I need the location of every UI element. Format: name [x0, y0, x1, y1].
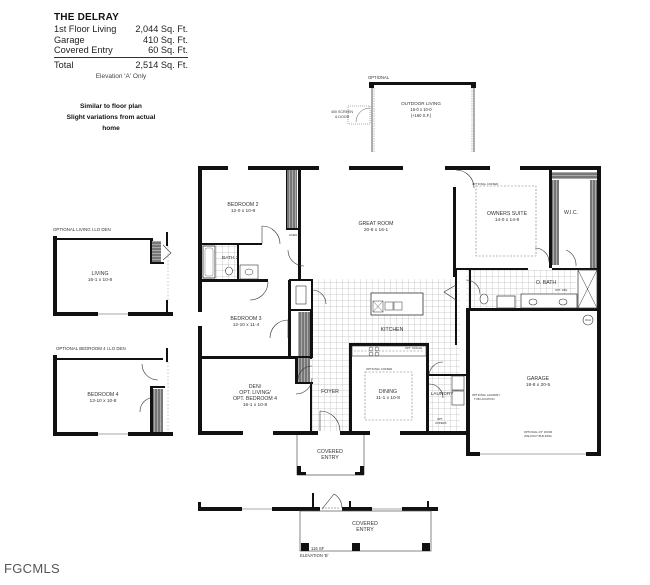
laundry-label: LAUNDRY [431, 391, 455, 397]
summary-value: 2,514 Sq. Ft. [135, 59, 188, 70]
room-labels: BEDROOM 2 12-0 x 10-8 BATH 2 LINEN GREAT… [222, 182, 591, 438]
bedroom2-dims: 12-0 x 10-8 [231, 208, 256, 214]
summary-label: 1st Floor Living [54, 24, 117, 34]
bedroom2-label: BEDROOM 2 [227, 202, 258, 208]
outdoor-living-label: OUTDOOR LIVING [401, 101, 441, 106]
den-label-2: OPT. LIVING/ [239, 390, 271, 396]
garage-label: GARAGE [527, 376, 550, 382]
disclaimer-line: home [102, 125, 120, 132]
laundry-uppers-note-2: UPPERS [435, 421, 447, 425]
summary-label: Total [54, 59, 74, 70]
door-swings [249, 169, 577, 432]
elevation-b-entry: COVERED ENTRY 116 SF ELEVATION 'B' [198, 493, 438, 558]
kitchen-label: KITCHEN [381, 327, 404, 333]
mls-watermark: FGCMLS [4, 561, 60, 576]
plan-title: THE DELRAY [54, 12, 119, 23]
optional-living-title: OPTIONAL LIVING I.LO DEN [53, 227, 111, 232]
linen-label: LINEN [289, 233, 297, 237]
covered-entry-elevation-a: COVERED ENTRY [296, 435, 365, 476]
outdoor-living-option: OPTIONAL OUTDOOR LIVING 16-0 x 10-0 (+16… [331, 75, 476, 152]
garage-door-note-2: WALKOUT BUILDING [524, 434, 552, 438]
kitchen-note: OPT. SINGLE [405, 346, 422, 350]
owners-coffer-note: OPTIONAL COFFER [472, 182, 498, 186]
garage-door-note: OPTIONAL 2'0" DOOR [524, 430, 553, 434]
optional-living-label: LIVING [91, 271, 108, 277]
summary-row-total: Total 2,514 Sq. Ft. [54, 60, 188, 71]
elevation-note: Elevation 'A' Only [95, 73, 147, 80]
summary-value: 410 Sq. Ft. [143, 34, 188, 45]
outdoor-living-area: (+160 S.F.) [411, 113, 432, 118]
dining-coffer-note: OPTIONAL COFFER [366, 367, 392, 371]
dining-coffer-outline [364, 371, 413, 421]
screen-door-label: 400 SCREEN [331, 110, 353, 114]
bath2-label: BATH 2 [222, 255, 239, 261]
great-room-label: GREAT ROOM [359, 221, 394, 227]
summary-row-garage: Garage 410 Sq. Ft. [54, 35, 188, 46]
square-footage-summary: THE DELRAY 1st Floor Living 2,044 Sq. Ft… [54, 12, 188, 80]
dining-label: DINING [379, 389, 397, 395]
covered-entry-label-2: ENTRY [321, 455, 339, 461]
covered-entry-label: COVERED [317, 449, 343, 455]
disclaimer: Similar to floor plan Slight variations … [46, 101, 176, 134]
optional-bedroom4-dims: 13-10 x 10-8 [90, 398, 117, 404]
summary-row-covered-entry: Covered Entry 60 Sq. Ft. [54, 45, 188, 56]
owners-suite-label: OWNERS SUITE [487, 211, 528, 217]
disclaimer-line: Slight variations from actual [66, 114, 156, 121]
elevation-b-area: 116 SF [311, 546, 325, 551]
optional-living-inset: OPTIONAL LIVING I.LO DEN LIVING 16-1 x 1… [53, 227, 173, 316]
elevation-b-label-2: ENTRY [356, 527, 374, 533]
disclaimer-line: Similar to floor plan [80, 103, 142, 110]
summary-value: 60 Sq. Ft. [148, 45, 188, 55]
elevation-b-title: ELEVATION 'B' [300, 553, 329, 558]
water-heater-label: W/H [585, 318, 590, 322]
great-room-dims: 20-6 x 16-1 [364, 227, 389, 233]
laundry-uppers-note: OPT. [437, 417, 443, 421]
screen-door-label: & DOOR [335, 115, 350, 119]
o-bath-label: O. BATH [536, 280, 557, 286]
foyer-label: FOYER [321, 389, 339, 395]
interior-walls [202, 170, 601, 431]
owners-coffer-outline [475, 185, 537, 257]
owners-suite-dims: 14-0 x 14-8 [495, 217, 520, 223]
fixtures [202, 245, 594, 406]
o-bath-note: OPT. DBL [555, 288, 568, 292]
outdoor-living-dims: 16-0 x 10-0 [410, 107, 432, 112]
summary-value: 2,044 Sq. Ft. [135, 24, 188, 34]
elevation-b-label: COVERED [352, 521, 378, 527]
optional-living-dims: 16-1 x 10-8 [88, 277, 113, 283]
den-dims: 16-1 x 10-8 [243, 402, 268, 408]
laundry-tub-note: OPTIONAL LAUNDRY [472, 393, 500, 397]
bedroom3-label: BEDROOM 3 [230, 316, 261, 322]
summary-divider [54, 56, 188, 58]
summary-row-living: 1st Floor Living 2,044 Sq. Ft. [54, 24, 188, 35]
outdoor-optional-label: OPTIONAL [368, 75, 390, 80]
optional-bedroom4-title: OPTIONAL BEDROOM 4 I.LO DEN [56, 346, 126, 351]
laundry-tub-note-2: TUB LOCATION [474, 397, 494, 401]
den-label-3: OPT. BEDROOM 4 [233, 396, 277, 402]
optional-bedroom4-label: BEDROOM 4 [87, 392, 118, 398]
wic-label: W.I.C. [564, 210, 578, 216]
den-label: DEN/ [249, 384, 262, 390]
garage-dims: 18-8 x 20-5 [526, 382, 551, 388]
dining-dims: 11-1 x 10-8 [376, 395, 400, 401]
summary-label: Covered Entry [54, 45, 113, 55]
optional-bedroom4-inset: OPTIONAL BEDROOM 4 I.LO DEN BEDROOM 4 13… [53, 346, 173, 436]
bedroom3-dims: 12-10 x 11-4 [233, 322, 260, 328]
summary-label: Garage [54, 34, 85, 45]
